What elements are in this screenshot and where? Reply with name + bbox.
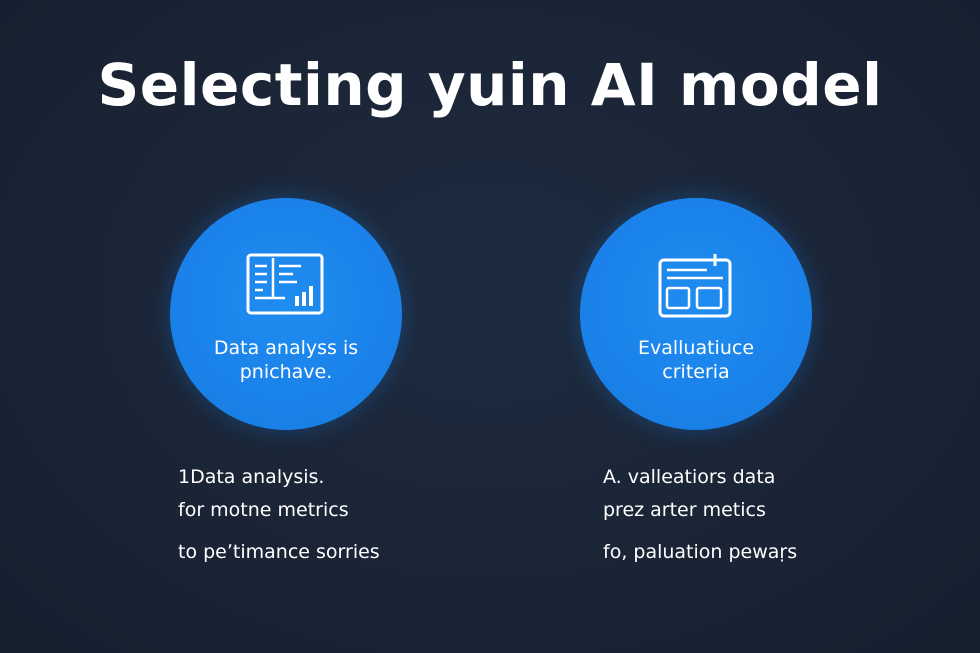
evaluation-criteria-circle: Evalluatiuce criteria [580,198,812,430]
circle-caption: Evalluatiuce criteria [580,336,812,384]
calendar-grid-icon [658,254,732,318]
note-line: A. valleatiors data [603,466,776,488]
dashboard-chart-icon [246,253,324,315]
page-title: Selecting yuin AI model [97,51,883,119]
note-line: fo, paluation pewaṛs [603,541,798,563]
note-line: prez arter metics [603,499,766,521]
data-analysis-circle: Data analyss is pnichave. [170,198,402,430]
circle-caption-line: criteria [662,361,730,383]
note-line: for motne metrics [178,499,349,521]
circle-caption-line: Evalluatiuce [637,337,755,359]
circle-caption-line: Data analyss is [213,337,359,359]
note-line: to peʼtimance sorries [178,541,380,563]
circle-caption-line: pnichave. [239,361,333,383]
circle-caption: Data analyss is pnichave. [170,336,402,384]
note-line: 1Data analysis. [178,466,325,488]
